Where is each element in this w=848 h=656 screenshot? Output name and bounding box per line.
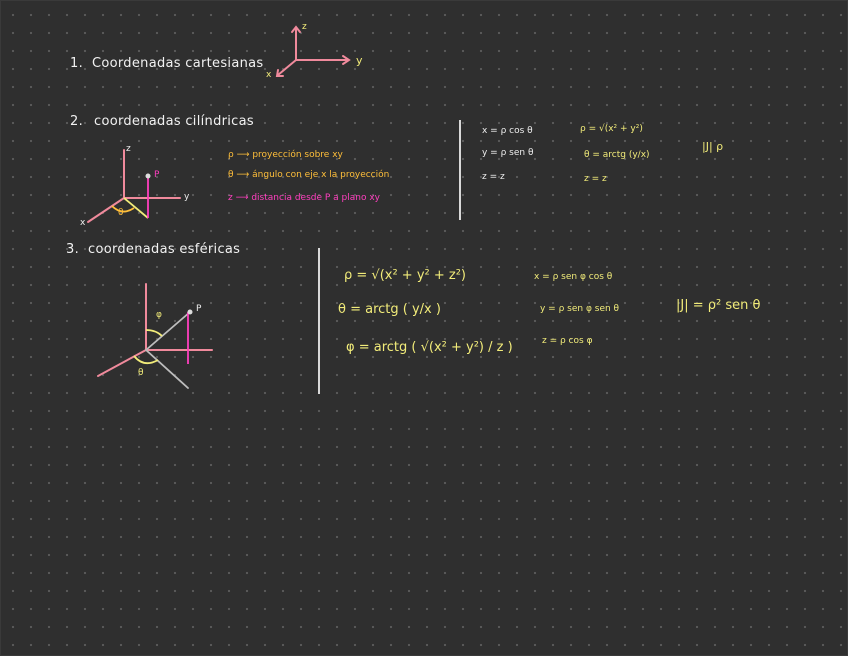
section-1-number: 1. — [70, 56, 84, 71]
cyl-eq-z2: z = z — [584, 174, 607, 184]
cartesian-z-label: z — [302, 22, 307, 32]
sph-jacobian: |J| = ρ² sen θ — [676, 298, 761, 313]
sph-eq-phi: φ = arctg ( √(x² + y²) / z ) — [346, 340, 513, 355]
cartesian-y-label: y — [356, 54, 363, 67]
sph-divider — [318, 248, 320, 394]
sph-phi-label: φ — [156, 310, 162, 320]
cyl-p-label: P — [154, 170, 160, 180]
cyl-divider — [459, 120, 461, 220]
cyl-eq-rho: ρ = √(x² + y²) — [580, 124, 643, 134]
cyl-theta-label: θ — [118, 208, 124, 218]
sph-theta-label: θ — [138, 368, 144, 378]
cyl-y-label: y — [184, 192, 190, 202]
sph-phi-arc — [145, 329, 163, 337]
sph-eq-y: y = ρ sen φ sen θ — [540, 304, 620, 314]
cyl-eq-y: y = ρ sen θ — [482, 148, 534, 158]
cyl-legend-z: z ⟶ distancia desde P a plano xy — [228, 193, 380, 203]
sph-eq-theta: θ = arctg ( y/x ) — [338, 302, 441, 317]
cyl-x-axis — [87, 197, 125, 223]
section-2-title: coordenadas cilíndricas — [94, 114, 254, 129]
cartesian-x-axis — [277, 59, 297, 76]
section-3-title: coordenadas esféricas — [88, 242, 241, 257]
cartesian-x-label: x — [266, 70, 272, 80]
sph-eq-x: x = ρ sen φ cos θ — [534, 272, 613, 282]
sph-theta-arc — [133, 355, 159, 365]
sph-radius — [145, 311, 191, 351]
cyl-legend-theta: θ ⟶ ángulo con eje x la proyección — [228, 170, 390, 180]
cyl-point-p — [145, 173, 151, 179]
cyl-z-label: z — [126, 144, 131, 154]
sph-eq-z: z = ρ cos φ — [542, 336, 593, 346]
sph-p-label: P — [196, 304, 202, 314]
cyl-x-label: x — [80, 218, 86, 228]
sph-projection — [145, 349, 189, 389]
cyl-eq-x: x = ρ cos θ — [482, 126, 533, 136]
cyl-legend-rho: ρ ⟶ proyección sobre xy — [228, 150, 343, 160]
cyl-eq-theta: θ = arctg (y/x) — [584, 150, 650, 160]
section-3-number: 3. — [66, 242, 80, 257]
sph-point-p — [187, 309, 193, 315]
section-2-number: 2. — [70, 114, 84, 129]
cyl-projection — [123, 197, 149, 219]
sph-eq-rho: ρ = √(x² + y² + z²) — [344, 268, 466, 283]
sph-x-axis — [97, 349, 147, 377]
cyl-eq-z: z = z — [482, 172, 505, 182]
cyl-jacobian: |J| ρ — [702, 140, 724, 153]
section-1-title: Coordenadas cartesianas — [92, 56, 264, 71]
